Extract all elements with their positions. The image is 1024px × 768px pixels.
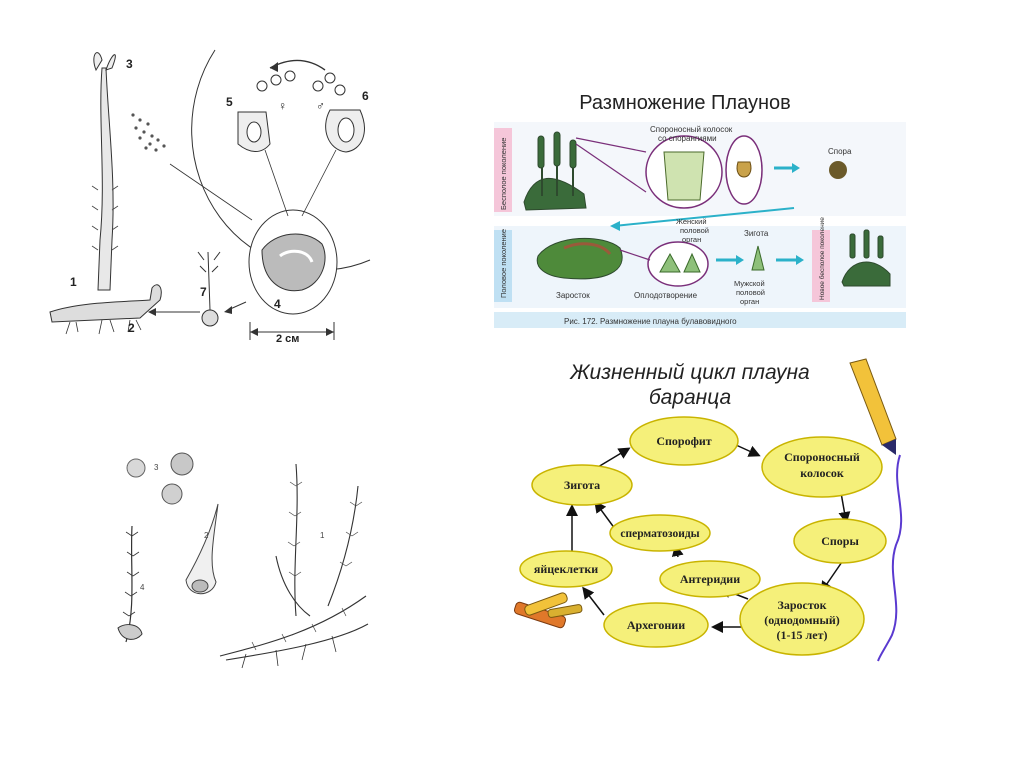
life-cycle-title-line1: Жизненный цикл плауна bbox=[570, 361, 810, 384]
node-zygote-label: Зигота bbox=[564, 478, 600, 492]
node-spermatozoids-label: сперматозоиды bbox=[620, 528, 699, 540]
node-antheridia: Антеридии bbox=[659, 560, 761, 598]
node-prothallus-label-2: (однодомный) bbox=[764, 613, 840, 627]
label-2: 2 bbox=[128, 321, 135, 335]
scale-label: 2 см bbox=[276, 333, 299, 345]
fig2-label-3: 3 bbox=[154, 463, 159, 472]
label-3: 3 bbox=[126, 57, 133, 71]
node-antheridia-label: Антеридии bbox=[680, 572, 740, 586]
node-spike-label-1: Спороносный bbox=[784, 450, 860, 464]
node-zygote: Зигота bbox=[531, 464, 633, 506]
node-egg-cells-label: яйцеклетки bbox=[534, 562, 598, 576]
node-spermatozoids: сперматозоиды bbox=[609, 514, 711, 552]
label-1: 1 bbox=[70, 275, 77, 289]
spike-label-1: Спороносный колосок bbox=[650, 125, 733, 134]
fig2-label-2: 2 bbox=[204, 531, 209, 540]
female-symbol: ♀ bbox=[278, 99, 287, 113]
node-prothallus: Заросток (однодомный) (1-15 лет) bbox=[739, 582, 865, 656]
node-prothallus-label-1: Заросток bbox=[778, 598, 827, 612]
female-organ-2: половой bbox=[680, 226, 709, 235]
zygote-label: Зигота bbox=[744, 229, 769, 238]
node-sporophyte: Спорофит bbox=[629, 416, 739, 466]
label-7: 7 bbox=[200, 285, 207, 299]
lycopod-structure-illustration: 3 1 2 4 5 6 7 ♀ ♂ 2 см bbox=[49, 49, 371, 345]
node-spores: Споры bbox=[793, 518, 887, 564]
fertilization-label: Оплодотворение bbox=[634, 291, 698, 300]
life-cycle-title-line2: баранца bbox=[648, 386, 732, 409]
fig2-label-4: 4 bbox=[140, 583, 145, 592]
spore-label: Спора bbox=[828, 147, 852, 156]
node-spike: Спороносный колосок bbox=[761, 436, 883, 498]
node-egg-cells: яйцеклетки bbox=[519, 550, 613, 588]
crayons-icon bbox=[513, 592, 583, 629]
band-new-asexual: Новое бесполое поколение bbox=[818, 217, 826, 300]
male-organ-3: орган bbox=[740, 297, 759, 306]
node-sporophyte-label: Спорофит bbox=[656, 434, 711, 448]
fig2-label-1: 1 bbox=[320, 531, 325, 540]
label-6: 6 bbox=[362, 89, 369, 103]
spike-label-2: со спорангиями bbox=[658, 134, 717, 143]
band-sexual: Половое поколение bbox=[499, 229, 508, 298]
prothallus-label: Заросток bbox=[556, 291, 590, 300]
male-organ-2: половой bbox=[736, 288, 765, 297]
lycopod-plant-illustration: 3 2 4 1 bbox=[117, 452, 369, 669]
node-spike-label-2: колосок bbox=[800, 466, 844, 480]
label-4: 4 bbox=[274, 297, 281, 311]
node-archegonia: Архегонии bbox=[603, 602, 709, 648]
pencil-icon bbox=[849, 358, 897, 455]
life-cycle-title: Жизненный цикл плауна баранца bbox=[540, 360, 840, 410]
reproduction-diagram: Бесполое поколение Половое поколение Нов… bbox=[494, 122, 906, 328]
band-asexual: Бесполое поколение bbox=[499, 138, 508, 210]
reproduction-caption: Рис. 172. Размножение плауна булавовидно… bbox=[564, 317, 737, 326]
female-organ-3: орган bbox=[682, 235, 701, 244]
reproduction-title: Размножение Плаунов bbox=[579, 92, 791, 114]
male-symbol: ♂ bbox=[316, 99, 325, 113]
label-5: 5 bbox=[226, 95, 233, 109]
node-archegonia-label: Архегонии bbox=[627, 618, 685, 632]
male-organ-1: Мужской bbox=[734, 279, 765, 288]
node-prothallus-label-3: (1-15 лет) bbox=[777, 628, 828, 642]
node-spores-label: Споры bbox=[821, 534, 859, 548]
female-organ-1: Женский bbox=[676, 217, 707, 226]
life-cycle-diagram: Спорофит Спороносный колосок Споры Зарос… bbox=[513, 358, 903, 662]
